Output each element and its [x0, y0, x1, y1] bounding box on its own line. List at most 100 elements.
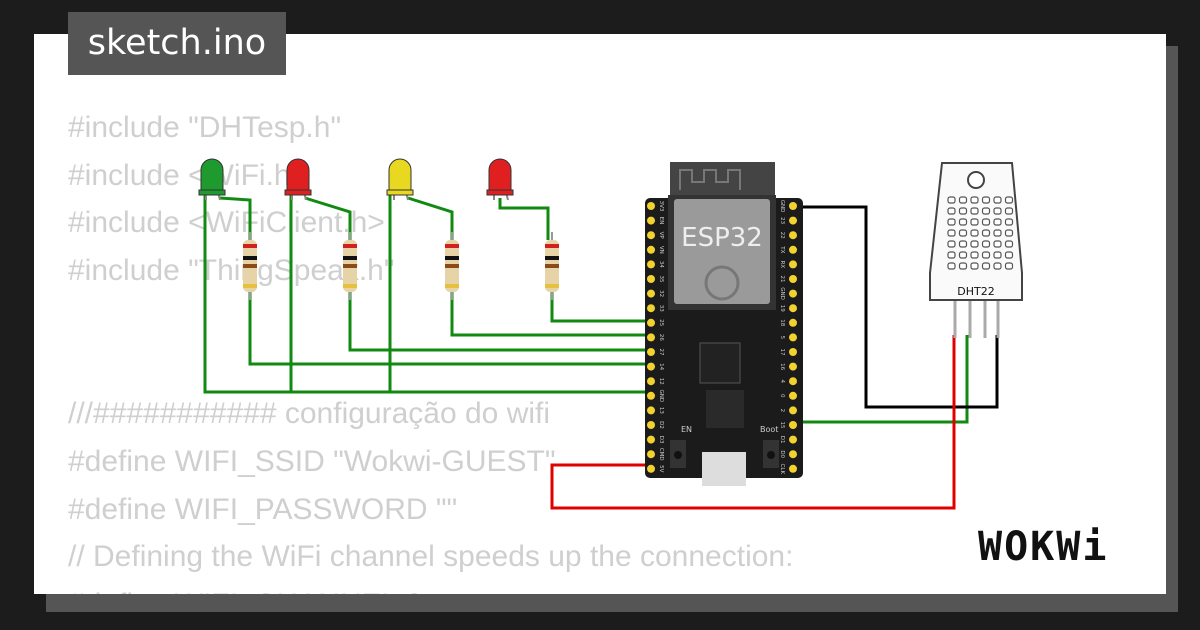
wire-led3-resistor — [407, 196, 454, 240]
code-line: #define WIFI_PASSWORD "" — [68, 492, 458, 526]
code-line: #include <WiFiClient.h> — [68, 206, 385, 240]
pin-label: 4 — [779, 379, 785, 383]
dht22-sensor[interactable]: DHT22 — [929, 162, 1023, 338]
code-line: // Defining the WiFi channel speeds up t… — [68, 540, 794, 574]
pin-label: GND — [658, 389, 664, 402]
pin-left-3v3[interactable] — [647, 202, 655, 210]
wire-r1-pin14 — [248, 292, 651, 366]
pin-left-13[interactable] — [647, 406, 655, 415]
preview-card: #include "DHTesp.h"#include <WiFi.h>#inc… — [34, 34, 1166, 594]
pin-label: 25 — [658, 319, 664, 326]
pin-right-rx[interactable] — [789, 260, 797, 269]
pin-label: 15 — [779, 422, 785, 429]
pin-label: GND — [779, 287, 785, 300]
pin-label: EN — [658, 217, 664, 225]
pin-label: 19 — [779, 305, 785, 312]
en-label: EN — [681, 425, 692, 434]
wire-gnd-dht — [793, 205, 999, 409]
pin-right-gnd[interactable] — [789, 202, 797, 210]
pin-left-d3[interactable] — [647, 435, 655, 444]
pin-right-tx[interactable] — [789, 245, 797, 254]
pin-right-d1[interactable] — [789, 435, 797, 444]
pin-right-17[interactable] — [789, 348, 797, 356]
led[interactable] — [284, 158, 312, 201]
pin-label: CLK — [779, 464, 785, 475]
pin-label: GND — [779, 200, 785, 213]
pin-label: D3 — [658, 436, 664, 444]
pin-left-12[interactable] — [647, 377, 655, 386]
pin-right-0[interactable] — [789, 391, 797, 400]
pin-left-14[interactable] — [647, 362, 655, 371]
pin-left-27[interactable] — [647, 348, 655, 356]
pin-right-15[interactable] — [789, 421, 797, 429]
pin-right-clk[interactable] — [789, 464, 797, 473]
pin-left-25[interactable] — [647, 318, 655, 327]
pin-label: 21 — [779, 276, 785, 283]
resistor[interactable] — [343, 232, 357, 300]
pin-right-gnd[interactable] — [789, 289, 797, 298]
pin-label: D2 — [658, 421, 664, 429]
dht22-label: DHT22 — [957, 285, 994, 298]
pin-left-32[interactable] — [647, 289, 655, 298]
code-line: #define WIFI_SSID "Wokwi-GUEST" — [68, 444, 556, 478]
pin-right-22[interactable] — [789, 231, 797, 240]
pin-label: 18 — [779, 319, 785, 326]
wire-gnd-common — [203, 195, 651, 394]
pin-label: 22 — [779, 232, 785, 239]
pin-label: 16 — [779, 363, 785, 370]
resistor[interactable] — [445, 232, 459, 300]
pin-label: 14 — [658, 363, 664, 370]
wire-led4-resistor — [498, 198, 550, 240]
pin-label: 5 — [779, 336, 785, 340]
pin-left-35[interactable] — [647, 275, 655, 283]
pin-left-34[interactable] — [647, 260, 655, 269]
esp32-chip-label: ESP32 — [681, 223, 763, 253]
wokwi-logo: WOKWi — [978, 524, 1109, 570]
pin-right-5[interactable] — [789, 333, 797, 342]
pin-label: 35 — [658, 276, 664, 283]
pin-label: 13 — [658, 407, 664, 414]
esp32-board[interactable]: ESP32 EN Boot 3V3ENVPVN34353233252627141… — [645, 162, 803, 486]
pin-label: TX — [779, 245, 785, 253]
pin-left-vn[interactable] — [647, 245, 655, 254]
pin-left-d2[interactable] — [647, 421, 655, 429]
led[interactable] — [486, 158, 514, 201]
resistor[interactable] — [545, 232, 559, 300]
pin-right-21[interactable] — [789, 275, 797, 283]
pin-right-16[interactable] — [789, 362, 797, 371]
pin-right-2[interactable] — [789, 406, 797, 415]
pin-label: 33 — [658, 305, 664, 312]
pin-left-en[interactable] — [647, 216, 655, 225]
pin-label: 5V — [658, 465, 664, 472]
pin-label: CMD — [658, 448, 664, 461]
pin-right-d0[interactable] — [789, 450, 797, 459]
pin-label: 32 — [658, 290, 664, 297]
pin-right-19[interactable] — [789, 304, 797, 313]
signal-wires — [203, 195, 969, 424]
pin-label: RX — [779, 261, 785, 269]
pin-left-cmd[interactable] — [647, 450, 655, 459]
led[interactable] — [386, 158, 414, 201]
pin-left-26[interactable] — [647, 333, 655, 342]
pin-right-18[interactable] — [789, 318, 797, 327]
pin-label: 3V3 — [658, 201, 664, 212]
wire-led2-resistor — [304, 196, 352, 240]
pin-right-4[interactable] — [789, 377, 797, 386]
wire-r2-pin27 — [348, 292, 651, 352]
pin-left-gnd[interactable] — [647, 391, 655, 400]
pin-right-23[interactable] — [789, 216, 797, 225]
boot-label: Boot — [760, 425, 778, 434]
resistor[interactable] — [243, 232, 257, 300]
pin-label: VP — [658, 232, 664, 240]
wire-5v-dht — [550, 335, 956, 510]
pin-left-33[interactable] — [647, 304, 655, 313]
pin-label: 2 — [779, 409, 785, 413]
led[interactable] — [198, 158, 226, 201]
pin-label: 34 — [658, 261, 664, 268]
pin-left-vp[interactable] — [647, 231, 655, 240]
sketch-filename-tab[interactable]: sketch.ino — [68, 12, 286, 75]
wire-r3-pin26 — [450, 292, 651, 337]
pin-left-5v[interactable] — [647, 464, 655, 473]
pin-label: D0 — [779, 450, 785, 458]
